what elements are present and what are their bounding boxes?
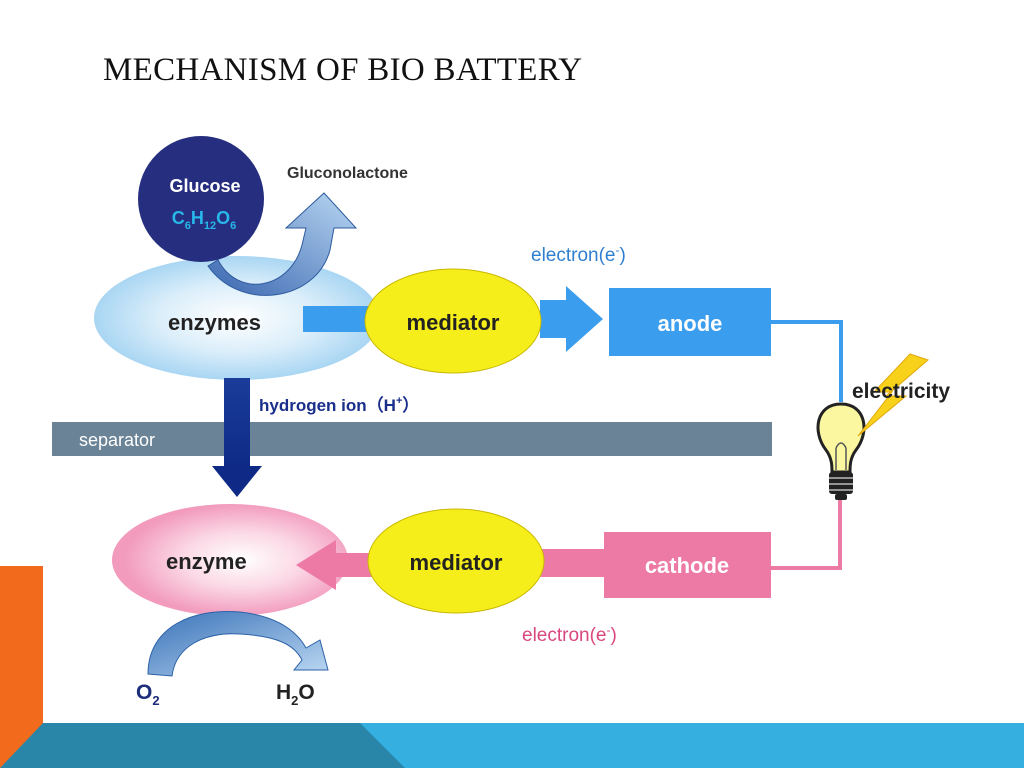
h2o-label: H2O <box>276 681 315 708</box>
cathode-box <box>604 532 771 598</box>
enzyme-label: enzyme <box>166 549 247 574</box>
glucose-label: Glucose <box>169 176 240 196</box>
electron-bottom-label: electron(e-) <box>522 623 617 646</box>
mediator-bottom-label: mediator <box>410 550 503 575</box>
wire-cathode <box>771 500 842 570</box>
o2-label: O2 <box>136 681 160 708</box>
separator-bar <box>52 422 772 456</box>
wire-anode <box>771 320 843 402</box>
electricity-label: electricity <box>852 380 950 403</box>
glucose-circle <box>138 136 264 262</box>
anode-label: anode <box>658 311 723 336</box>
hydrogen-arrow-head <box>212 466 262 497</box>
anode-box <box>609 288 771 356</box>
hydrogen-arrow-shaft <box>224 378 250 468</box>
oxygen-to-water-arrow <box>147 610 329 677</box>
enzymes-oval <box>94 256 380 380</box>
electron-arrow-head-top <box>540 286 603 352</box>
enzyme-oval <box>112 504 348 616</box>
electron-top-label: electron(e-) <box>531 243 626 266</box>
light-bulb-icon <box>816 402 866 500</box>
footer-band-light <box>360 723 1024 768</box>
cathode-label: cathode <box>645 553 729 578</box>
lightning-bolt-icon <box>857 353 929 437</box>
enzymes-label: enzymes <box>168 310 261 335</box>
mediator-bottom-ellipse <box>367 508 545 614</box>
mediator-top-label: mediator <box>407 310 500 335</box>
slide-title: MECHANISM OF BIO BATTERY <box>103 52 583 88</box>
gluconolactone-arrow <box>207 192 358 296</box>
glucose-formula: C6H12O6 <box>172 208 237 232</box>
electron-arrow-head-bottom <box>296 540 372 590</box>
separator-label: separator <box>79 430 155 450</box>
mediator-top-ellipse <box>364 268 542 374</box>
hydrogen-ion-label: hydrogen ion（H+） <box>259 395 419 415</box>
gluconolactone-label: Gluconolactone <box>287 165 408 182</box>
